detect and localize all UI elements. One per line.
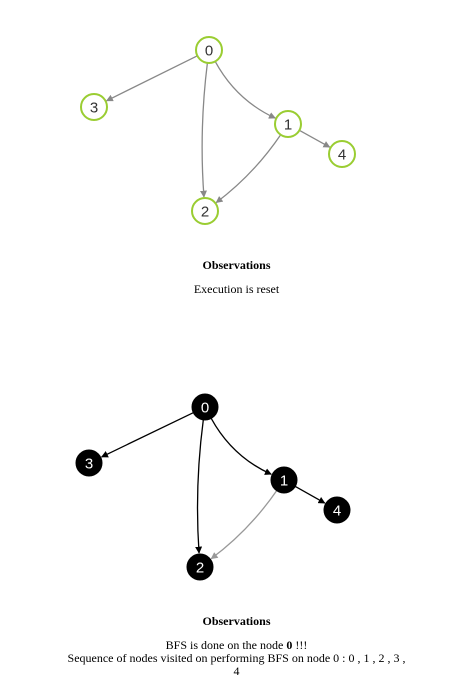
- reset-node-4[interactable]: 4: [328, 140, 356, 168]
- reset-edge-1-2: [215, 134, 282, 204]
- reset-state-panel: 0 1 2 3 4 Observations Execution is reset: [0, 0, 473, 340]
- reset-node-2[interactable]: 2: [191, 197, 219, 225]
- reset-edge-1-4: [299, 129, 331, 148]
- bfs-node-label-4: 4: [333, 503, 341, 520]
- bfs-node-0[interactable]: 0: [191, 393, 219, 421]
- reset-node-1[interactable]: 1: [274, 110, 302, 138]
- reset-node-3[interactable]: 3: [80, 93, 108, 121]
- reset-node-label-2: 2: [201, 204, 209, 221]
- bfs-node-4[interactable]: 4: [323, 496, 351, 524]
- bfs-node-3[interactable]: 3: [75, 449, 103, 477]
- bfs-edge-1-4: [294, 485, 326, 504]
- bfs-edge-0-1: [210, 418, 272, 475]
- bfs-node-label-1: 1: [280, 473, 288, 490]
- bfs-node-1[interactable]: 1: [270, 466, 298, 494]
- bfs-result-panel: 0 1 2 3 4 Observations BFS is done on the no…: [0, 380, 473, 697]
- reset-node-label-1: 1: [284, 117, 292, 134]
- bfs-node-label-0: 0: [201, 400, 209, 417]
- reset-node-label-4: 4: [338, 147, 346, 164]
- observations-title-result: Observations: [202, 614, 271, 628]
- bfs-sequence-line-1: Sequence of nodes visited on performing …: [67, 651, 406, 665]
- bfs-edge-1-2: [210, 490, 278, 560]
- result-prefix: BFS is done on the node: [165, 638, 287, 652]
- bfs-node-label-2: 2: [196, 560, 204, 577]
- reset-edge-0-2: [200, 62, 209, 198]
- reset-node-0[interactable]: 0: [195, 36, 223, 64]
- graph-bfs-result: 0 1 2 3 4: [75, 393, 351, 581]
- reset-edge-0-1: [214, 61, 276, 119]
- bfs-node-2[interactable]: 2: [186, 553, 214, 581]
- reset-node-label-0: 0: [205, 43, 213, 60]
- bfs-sequence-line-2: 4: [233, 664, 240, 678]
- bfs-edge-0-3: [100, 412, 194, 458]
- graph-reset: 0 1 2 3 4: [80, 36, 356, 225]
- bfs-node-label-3: 3: [85, 456, 93, 473]
- result-suffix: !!!: [292, 638, 308, 652]
- bfs-result-line: BFS is done on the node 0 !!!: [0, 639, 473, 652]
- reset-edge-0-3: [105, 55, 198, 102]
- observations-title-reset: Observations: [202, 258, 271, 272]
- observations-message-reset: Execution is reset: [193, 282, 280, 296]
- result-node: 0: [286, 638, 293, 652]
- bfs-edge-0-2: [195, 419, 204, 554]
- reset-node-label-3: 3: [90, 100, 98, 117]
